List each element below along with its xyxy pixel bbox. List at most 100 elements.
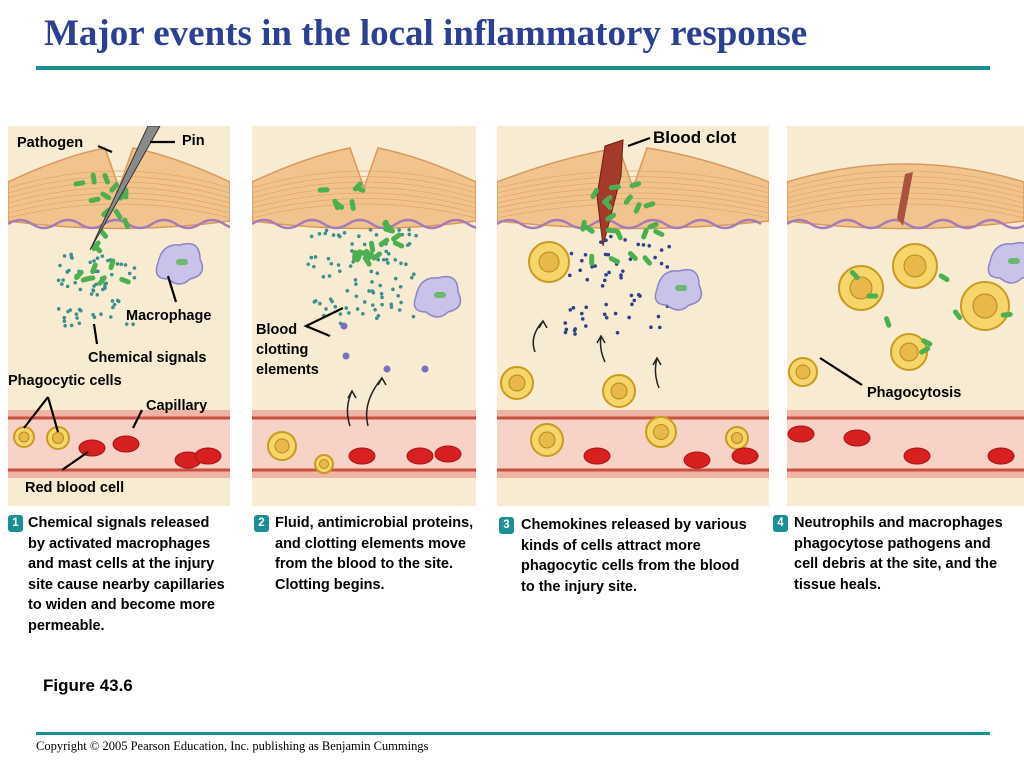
step-4-caption: Neutrophils and macrophages phagocytose … xyxy=(794,515,1003,593)
pathogen-bacterium xyxy=(849,269,860,280)
skin-line xyxy=(8,170,230,189)
pathogen-bacterium xyxy=(371,251,383,261)
signal-molecule xyxy=(615,330,620,335)
arrow-head xyxy=(652,356,662,366)
cell-nucleus xyxy=(653,424,669,440)
signal-molecule xyxy=(94,282,99,287)
step-2-badge: 2 xyxy=(254,515,269,532)
cell-nucleus xyxy=(903,254,927,278)
signal-molecule xyxy=(609,234,613,239)
healed-scar xyxy=(897,172,913,226)
pathogen-bacterium xyxy=(590,187,599,200)
signal-molecule xyxy=(371,290,376,295)
skin-line xyxy=(787,170,1024,189)
signal-molecule xyxy=(62,254,67,258)
signal-molecule xyxy=(636,242,641,247)
signal-molecule xyxy=(653,255,657,260)
signal-molecule xyxy=(599,240,603,244)
signal-molecule xyxy=(370,303,375,307)
signal-molecule xyxy=(374,233,379,237)
panel-2-illustration xyxy=(252,126,476,506)
cell-nucleus xyxy=(538,431,556,449)
skin-line xyxy=(252,203,476,219)
red-blood-cell xyxy=(683,451,711,469)
red-blood-cell xyxy=(194,447,222,465)
arrow-head xyxy=(596,334,606,344)
signal-molecule xyxy=(578,268,582,273)
signal-molecule xyxy=(407,232,412,237)
label-phagocytic-cells: Phagocytic cells xyxy=(8,373,122,389)
signal-molecule xyxy=(607,270,611,275)
signal-molecule xyxy=(92,315,97,320)
signal-molecule xyxy=(354,282,358,286)
signal-molecule xyxy=(659,248,664,252)
pathogen-bacterium xyxy=(90,172,97,185)
red-blood-cell xyxy=(434,445,462,463)
signal-molecule xyxy=(127,271,132,276)
pathogen-bacterium xyxy=(938,273,950,283)
red-blood-cell xyxy=(903,447,931,465)
capillary-lumen xyxy=(787,418,1024,470)
skin-line xyxy=(252,181,476,199)
skin-line xyxy=(497,198,769,214)
figure-label: Figure 43.6 xyxy=(43,676,133,695)
signal-molecule xyxy=(385,257,389,262)
signal-molecule xyxy=(375,271,380,276)
pathogen-bacterium xyxy=(97,275,107,286)
capillary-leader xyxy=(132,409,143,429)
clotting-element xyxy=(342,352,350,360)
signal-molecule xyxy=(309,234,314,239)
signal-molecule xyxy=(405,243,410,247)
signal-molecule xyxy=(393,258,398,262)
clotting-element xyxy=(340,322,348,330)
signal-molecule xyxy=(109,272,114,277)
signal-molecule xyxy=(362,242,367,247)
signal-molecule xyxy=(602,278,607,283)
pathogen-bacterium xyxy=(605,227,618,234)
signal-molecule xyxy=(658,325,662,330)
pathogen-bacterium xyxy=(100,191,112,201)
signal-molecule xyxy=(397,308,402,312)
skin-line xyxy=(252,187,476,204)
signal-molecule xyxy=(602,312,607,317)
panel-1-illustration xyxy=(8,126,230,506)
cell-nucleus xyxy=(899,342,919,362)
signal-molecule xyxy=(613,311,618,316)
pathogen-bacterium xyxy=(122,217,130,230)
pathogen-bacterium xyxy=(74,269,84,281)
signal-molecule xyxy=(386,252,391,256)
signal-molecule xyxy=(604,238,608,243)
pathogen-bacterium xyxy=(113,208,123,220)
signal-molecule xyxy=(572,328,577,333)
signal-molecule xyxy=(62,315,67,320)
signal-molecule xyxy=(103,286,107,290)
pathogen-bacterium xyxy=(362,255,372,267)
signal-molecule xyxy=(336,233,341,237)
pathogen-bacterium xyxy=(368,240,376,253)
signal-molecule xyxy=(61,278,65,282)
pin-shaft xyxy=(89,126,161,251)
label-macrophage: Macrophage xyxy=(126,308,212,324)
signal-molecule xyxy=(309,255,314,260)
signal-molecule xyxy=(580,317,585,321)
panel-4-illustration xyxy=(787,126,1024,506)
signal-molecule xyxy=(659,261,664,266)
signal-molecule xyxy=(567,273,572,278)
pathogen-bacterium xyxy=(109,182,120,193)
pathogen-bacterium xyxy=(614,228,623,241)
signal-molecule xyxy=(355,307,360,311)
signal-molecule xyxy=(124,322,129,326)
red-blood-cell xyxy=(583,447,611,465)
pathogen-bacterium xyxy=(88,196,101,204)
migration-arrow xyxy=(654,357,660,389)
skin-line xyxy=(252,176,476,194)
signal-molecule xyxy=(342,231,347,235)
pathogen-bacterium xyxy=(119,276,131,285)
signal-molecule xyxy=(63,323,67,328)
signal-molecule xyxy=(563,330,568,335)
signal-molecule xyxy=(69,323,74,328)
signal-molecule xyxy=(91,288,95,292)
pathogen-bacterium xyxy=(583,224,595,234)
pathogen-bacterium xyxy=(391,232,402,242)
migration-arrow xyxy=(599,335,606,363)
